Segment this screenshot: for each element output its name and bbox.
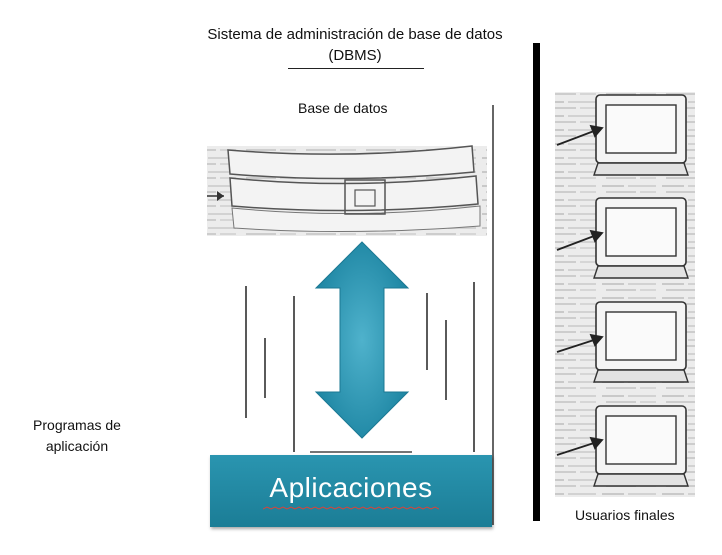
users-divider — [533, 43, 540, 521]
computer-terminal-icon — [593, 301, 689, 383]
double-headed-arrow-icon — [314, 241, 410, 439]
programs-label: Programas de aplicación — [33, 417, 121, 454]
end-users-panel — [555, 92, 695, 497]
computer-terminal-icon — [593, 405, 689, 487]
application-program-lines — [245, 282, 475, 453]
title-underline — [288, 68, 424, 69]
database-illustration — [207, 145, 487, 236]
computer-terminal-icon — [593, 197, 689, 279]
users-label: Usuarios finales — [575, 507, 675, 523]
computer-terminal-icon — [593, 94, 689, 176]
spellcheck-squiggle — [263, 506, 439, 510]
applications-label: Aplicaciones — [269, 472, 433, 503]
user-arrows — [556, 124, 604, 456]
dbms-title: Sistema de administración de base de dat… — [207, 26, 503, 64]
applications-box — [210, 455, 492, 527]
database-label: Base de datos — [298, 100, 388, 116]
